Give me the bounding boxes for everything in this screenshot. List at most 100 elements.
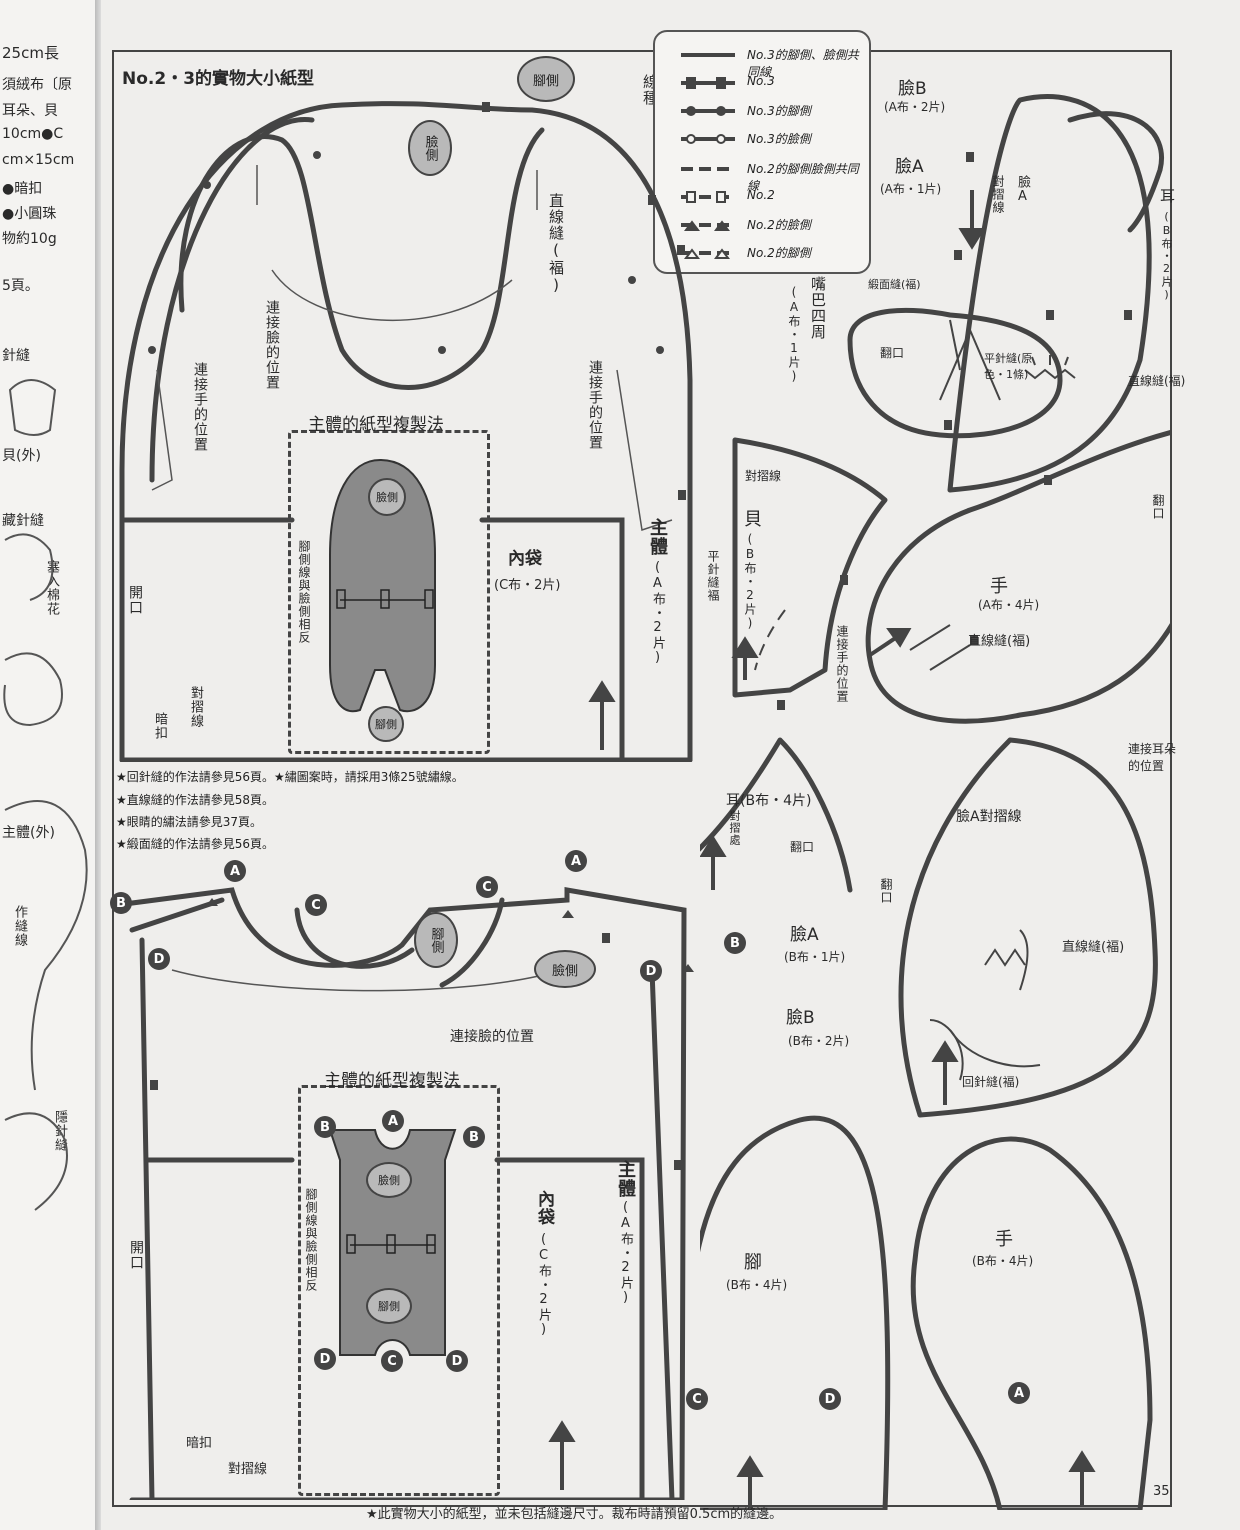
no3-join-face: 連接臉的位置 <box>264 300 280 390</box>
face-a-title: 臉A <box>895 157 924 177</box>
note-2: ★直線縫的作法請參見58頁。 <box>116 793 275 807</box>
no3-foot-side-bubble: 腳側 <box>517 56 575 102</box>
left-label-2: 貝(外) <box>2 448 41 464</box>
legend-line-solid <box>681 53 735 57</box>
legend-item: No.2的腳側臉側共同線 <box>677 158 867 193</box>
footer-note: ★此實物大小的紙型，並未包括縫邊尺寸。裁布時請預留0.5cm的縫邊。 <box>366 1507 783 1522</box>
no3-copy-face-bubble: 臉側 <box>368 478 406 516</box>
no3-copy-foot-bubble: 腳側 <box>368 706 404 742</box>
no2-main-body: 主體 <box>615 1160 636 1198</box>
no3-copy-silhouette <box>329 458 436 713</box>
point-d-marker: D <box>819 1388 841 1410</box>
face2-b-fabric: (B布・2片) <box>788 1034 850 1048</box>
no3-join-hand-left: 連接手的位置 <box>192 362 208 452</box>
no2-snap: 暗扣 <box>186 1436 213 1451</box>
no2-copy-method-box <box>298 1085 500 1496</box>
point-d-marker: D <box>314 1348 336 1370</box>
point-c-marker: C <box>381 1350 403 1372</box>
legend-line-dot <box>681 109 735 113</box>
no2-copy-method-title: 主體的紙型複製法 <box>324 1071 460 1091</box>
face-a-fabric: (A布・1片) <box>880 182 942 196</box>
hand-title: 手 <box>990 576 1008 597</box>
hand-fabric: (A布・4片) <box>978 598 1040 612</box>
flat-stitch: 平針縫(原色・1條) <box>984 352 1033 381</box>
hand2-fabric: (B布・4片) <box>972 1254 1034 1268</box>
legend-item: No.3 <box>677 72 867 92</box>
left-line-9: 5頁。 <box>2 278 39 294</box>
shell-title: 貝 <box>744 509 762 530</box>
no3-face-side-bubble: 臉側 <box>408 120 452 176</box>
no3-inner-bag: 內袋 <box>508 549 542 569</box>
no2-inner-bag-fabric: (C布・2片) <box>536 1232 551 1338</box>
no3-main-body-fabric: (A布・2片) <box>650 560 665 666</box>
point-c-marker: C <box>686 1388 708 1410</box>
page-number: 35 <box>1153 1484 1170 1499</box>
legend-item: No.3的臉側 <box>677 128 867 148</box>
point-b-marker: B <box>724 932 746 954</box>
note-3: ★眼睛的繡法請參見37頁。 <box>116 815 263 829</box>
point-d-marker: D <box>640 960 662 982</box>
face2-b-title: 臉B <box>786 1008 815 1028</box>
no2-foot-side-bubble: 腳側 <box>414 912 458 968</box>
left-label-1: 針縫 <box>2 348 30 364</box>
no3-opening: 開口 <box>127 585 143 615</box>
point-d-marker: D <box>148 948 170 970</box>
backstitch: 回針縫(褔) <box>962 1075 1020 1089</box>
no2-face-side-bubble: 臉側 <box>534 950 596 988</box>
face2-flip: 翻口 <box>879 878 893 904</box>
left-page-sketches <box>3 379 88 1211</box>
ear2-flip: 翻口 <box>790 840 815 854</box>
face2-a-fabric: (B布・1片) <box>784 950 846 964</box>
no3-main-body: 主體 <box>647 518 668 556</box>
point-c-marker: C <box>305 894 327 916</box>
point-d-marker: D <box>446 1350 468 1372</box>
left-label-4: 塞入棉花 <box>44 560 59 616</box>
left-line-7: ●小圓珠 <box>2 206 57 222</box>
point-a-marker: A <box>565 850 587 872</box>
left-line-1: 25cm長 <box>2 44 59 62</box>
hand-flip: 翻口 <box>1151 494 1165 520</box>
page-title: No.2・3的實物大小紙型 <box>122 69 315 89</box>
ear2-fold: 對摺處 <box>728 810 741 846</box>
no3-body-pattern <box>119 101 693 762</box>
point-b-marker: B <box>463 1126 485 1148</box>
no3-straight-seam: 直線縫(褔) <box>547 193 565 295</box>
left-line-2: 須絨布〔原 <box>2 77 72 93</box>
point-c-marker: C <box>476 876 498 898</box>
ear-fabric: (B布・2片) <box>1160 210 1173 302</box>
point-a-marker: A <box>1008 1382 1030 1404</box>
left-line-3: 耳朵、貝 <box>2 103 58 119</box>
left-line-4: 10cm●C <box>2 126 64 142</box>
legend-line-square <box>681 81 735 85</box>
foot-fabric: (B布・4片) <box>726 1278 788 1292</box>
mouth-fabric: (A布・1片) <box>787 285 801 384</box>
face2-straight-seam: 直線縫(褔) <box>1062 940 1125 955</box>
right-pieces <box>700 94 1170 1510</box>
ear-title: 耳 <box>1160 187 1176 205</box>
point-b-marker: B <box>110 892 132 914</box>
no3-snap: 暗扣 <box>152 712 167 740</box>
note-1: ★回針縫的作法請參見56頁。★繡圖案時，請採用3條25號繡線。 <box>116 770 464 784</box>
no2-copy-note: 腳側線與臉側相反 <box>304 1188 318 1292</box>
legend-item: No.3的腳側 <box>677 100 867 120</box>
legend-item: No.2的臉側 <box>677 214 867 234</box>
face-b-fabric: (A布・2片) <box>884 100 946 114</box>
join-ear-position: 連接耳朵的位置 <box>1128 742 1177 773</box>
no2-copy-silhouette <box>328 1129 457 1356</box>
face-b-title: 臉B <box>898 79 927 99</box>
face-fold-line: 對摺線 <box>991 175 1005 214</box>
no2-join-face: 連接臉的位置 <box>450 1029 534 1045</box>
legend-line-ring <box>681 137 735 141</box>
left-label-6: 作縫線 <box>12 905 27 947</box>
ear2-title: 耳(B布・4片) <box>726 793 812 809</box>
point-a-marker: A <box>224 860 246 882</box>
left-label-5: 主體(外) <box>2 825 55 841</box>
no3-fold-line: 對摺線 <box>188 686 203 728</box>
satin-stitch: 緞面縫(褔) <box>868 278 921 291</box>
no2-copy-face-bubble: 臉側 <box>366 1162 412 1198</box>
mouth-title: 嘴巴四周 <box>809 276 827 340</box>
no3-join-hand-right: 連接手的位置 <box>587 360 603 450</box>
book-spine <box>95 0 101 1530</box>
no3-copy-method-box <box>288 430 490 754</box>
legend-line-dash <box>681 167 735 171</box>
